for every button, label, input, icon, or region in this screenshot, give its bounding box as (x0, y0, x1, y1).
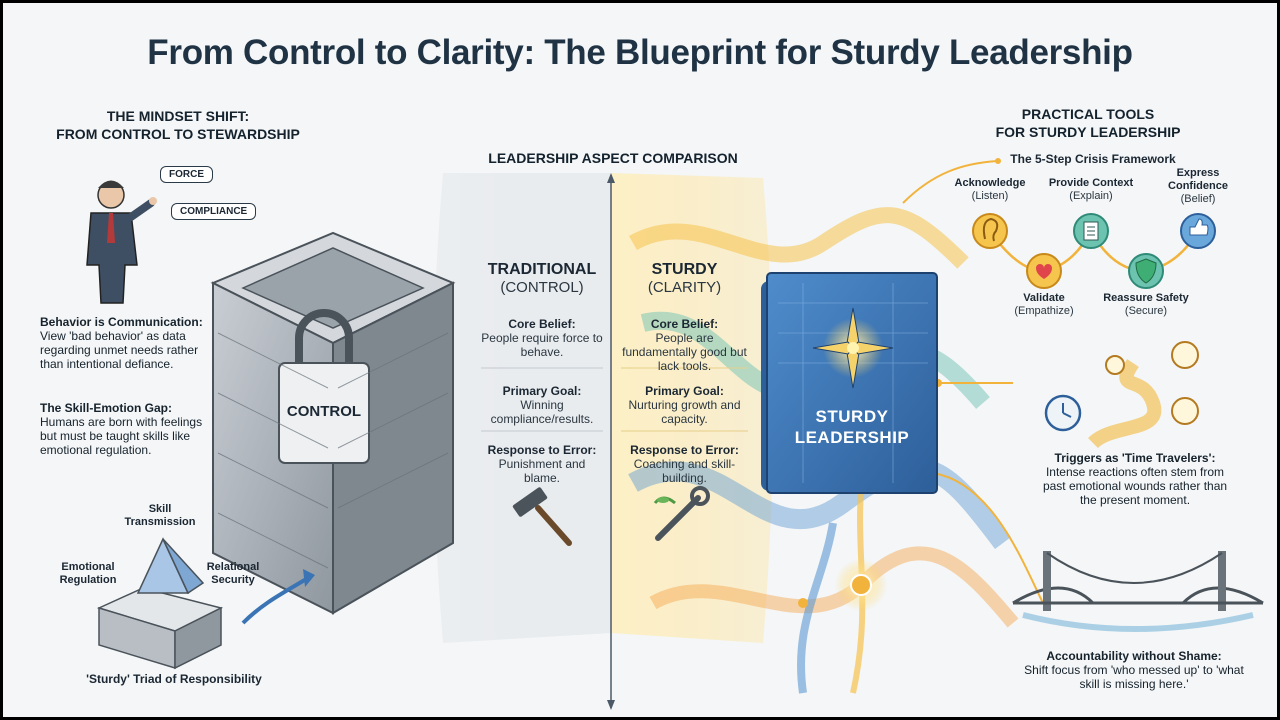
infographic-canvas: From Control to Clarity: The Blueprint f… (3, 3, 1277, 717)
mindset-heading-line2: FROM CONTROL TO STEWARDSHIP (56, 126, 300, 142)
triad-top-label: Skill Transmission (124, 503, 196, 528)
row-traditional-text: Winning compliance/results. (490, 398, 594, 426)
step-provide-context: Provide Context (Explain) (1043, 177, 1139, 203)
sturdy-subtitle: (CLARITY) (647, 279, 722, 296)
row-label: Core Belief: (508, 317, 576, 331)
sturdy-row-response-to-error: Response to Error: Coaching and skill-bu… (621, 443, 748, 485)
traditional-row-primary-goal: Primary Goal: Winning compliance/results… (481, 384, 603, 426)
sturdy-row-core-belief: Core Belief: People are fundamentally go… (621, 317, 748, 373)
hammer-icon (512, 487, 572, 546)
row-sturdy-text: Coaching and skill-building. (633, 457, 736, 485)
tools-heading-line2: FOR STURDY LEADERSHIP (995, 124, 1181, 140)
triad-right-label: Relational Security (206, 561, 260, 586)
row-label: Primary Goal: (645, 384, 724, 398)
gap-block: The Skill-Emotion Gap: Humans are born w… (40, 401, 208, 457)
arrow-icon (241, 576, 310, 625)
behavior-block: Behavior is Communication: View 'bad beh… (40, 315, 208, 371)
behavior-title: Behavior is Communication: (40, 315, 203, 329)
step-label: Validate (1023, 292, 1065, 304)
businessman-figure (86, 180, 157, 304)
document-icon (1073, 213, 1109, 249)
page-title: From Control to Clarity: The Blueprint f… (147, 33, 1133, 72)
row-label: Response to Error: (630, 443, 739, 457)
tools-heading-line1: PRACTICAL TOOLS (1021, 106, 1155, 122)
force-bubble: FORCE (160, 166, 213, 183)
step-reassure-safety: Reassure Safety (Secure) (1096, 292, 1196, 318)
step-express-confidence: Express Confidence (Belief) (1163, 167, 1233, 206)
traditional-row-core-belief: Core Belief: People require force to beh… (481, 317, 603, 359)
sturdy-leadership-book (761, 272, 938, 494)
row-traditional-text: People require force to behave. (481, 331, 603, 359)
compliance-bubble: COMPLIANCE (171, 203, 257, 220)
step-label: Reassure Safety (1103, 292, 1189, 304)
sturdy-title: STURDY (651, 261, 718, 278)
bridge-icon (1012, 551, 1264, 632)
row-label: Response to Error: (487, 443, 597, 457)
step-acknowledge: Acknowledge (Listen) (948, 177, 1032, 203)
traditional-row-response-to-error: Response to Error: Punishment and blame. (481, 443, 603, 485)
framework-title: The 5-Step Crisis Framework (1010, 152, 1176, 166)
hearts-icon (1026, 253, 1062, 289)
mindset-heading: THE MINDSET SHIFT: FROM CONTROL TO STEWA… (33, 107, 323, 143)
traditional-title: TRADITIONAL (487, 261, 597, 278)
thumbs-up-icon (1180, 213, 1216, 249)
book-title-line1: STURDY (815, 407, 889, 426)
accountability-title: Accountability without Shame: (1046, 649, 1222, 663)
row-sturdy-text: Nurturing growth and capacity. (628, 398, 741, 426)
step-label: Express Confidence (1168, 167, 1228, 192)
ear-icon (972, 213, 1008, 249)
book-title: STURDY LEADERSHIP (767, 406, 937, 448)
step-sub: (Listen) (971, 190, 1009, 202)
triggers-text: Intense reactions often stem from past e… (1042, 465, 1228, 507)
sturdy-column-header: STURDY (CLARITY) (621, 261, 748, 296)
traditional-subtitle: (CONTROL) (500, 279, 584, 296)
step-sub: (Empathize) (1014, 305, 1074, 317)
step-sub: (Belief) (1180, 193, 1216, 205)
triggers-block: Triggers as 'Time Travelers': Intense re… (1033, 451, 1237, 507)
mindset-heading-line1: THE MINDSET SHIFT: (106, 108, 250, 124)
book-title-line2: LEADERSHIP (794, 428, 910, 447)
triad-left-label: Emotional Regulation (59, 561, 117, 586)
background-artwork (86, 158, 1264, 710)
tools-heading: PRACTICAL TOOLS FOR STURDY LEADERSHIP (963, 105, 1213, 141)
shield-icon (1128, 253, 1164, 289)
behavior-text: View 'bad behavior' as data regarding un… (40, 329, 199, 371)
step-label: Acknowledge (954, 177, 1026, 189)
wrench-icon (653, 486, 710, 541)
row-sturdy-text: People are fundamentally good but lack t… (622, 331, 747, 373)
control-fortress (210, 231, 456, 615)
step-validate: Validate (Empathize) (1002, 292, 1086, 318)
row-label: Core Belief: (650, 317, 719, 331)
row-traditional-text: Punishment and blame. (498, 457, 586, 485)
triad-cube-icon (96, 537, 224, 670)
row-label: Primary Goal: (502, 384, 582, 398)
traditional-column-header: TRADITIONAL (CONTROL) (481, 261, 603, 296)
gap-text: Humans are born with feelings but must b… (40, 415, 203, 457)
time-travel-road-icon (1044, 341, 1199, 449)
sturdy-row-primary-goal: Primary Goal: Nurturing growth and capac… (621, 384, 748, 426)
triggers-title: Triggers as 'Time Travelers': (1054, 451, 1216, 465)
triad-caption: 'Sturdy' Triad of Responsibility (86, 672, 262, 686)
comparison-heading: LEADERSHIP ASPECT COMPARISON (488, 150, 738, 166)
fortress-label: CONTROL (286, 403, 362, 420)
gap-title: The Skill-Emotion Gap: (40, 401, 173, 415)
step-label: Provide Context (1048, 177, 1134, 189)
accountability-block: Accountability without Shame: Shift focu… (1023, 649, 1245, 691)
step-sub: (Secure) (1124, 305, 1168, 317)
step-sub: (Explain) (1069, 190, 1113, 202)
sturdy-panel (611, 173, 773, 643)
traditional-panel (433, 173, 611, 643)
accountability-text: Shift focus from 'who messed up' to 'wha… (1024, 663, 1244, 691)
